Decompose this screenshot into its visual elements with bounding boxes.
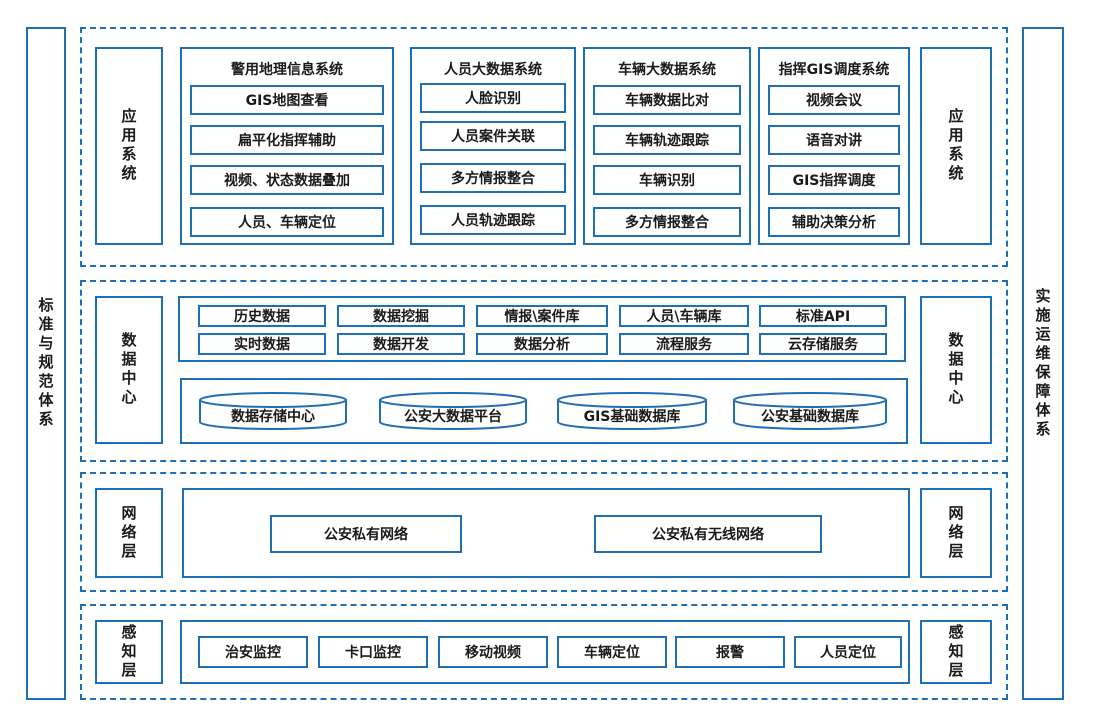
sensing-layer-label-left: 感知层 — [95, 620, 163, 684]
data-layer-label-right: 数据中心 — [920, 296, 992, 444]
app-item[interactable]: 车辆轨迹跟踪 — [593, 125, 741, 155]
sensing-item[interactable]: 人员定位 — [794, 636, 902, 668]
network-layer-label-right: 网络层 — [920, 488, 992, 578]
app-item[interactable]: 人员轨迹跟踪 — [420, 205, 566, 235]
app-group-title: 人员大数据系统 — [444, 62, 542, 78]
app-group-gis: 警用地理信息系统 GIS地图查看 扁平化指挥辅助 视频、状态数据叠加 人员、车辆… — [180, 47, 394, 245]
app-item[interactable]: GIS地图查看 — [190, 85, 384, 115]
app-group-dispatch: 指挥GIS调度系统 视频会议 语音对讲 GIS指挥调度 辅助决策分析 — [758, 47, 910, 245]
network-layer — [80, 472, 1008, 592]
sensing-layer — [80, 604, 1008, 700]
app-group-title: 指挥GIS调度系统 — [778, 62, 890, 78]
data-service-item[interactable]: 人员\车辆库 — [619, 305, 749, 327]
database-cylinder-icon[interactable]: 公安基础数据库 — [732, 391, 888, 431]
network-layer-label-left: 网络层 — [95, 488, 163, 578]
data-layer — [80, 280, 1008, 462]
data-service-item[interactable]: 数据挖掘 — [337, 305, 465, 327]
app-group-vehicle: 车辆大数据系统 车辆数据比对 车辆轨迹跟踪 车辆识别 多方情报整合 — [583, 47, 751, 245]
app-item[interactable]: 扁平化指挥辅助 — [190, 125, 384, 155]
data-service-item[interactable]: 标准API — [759, 305, 887, 327]
app-item[interactable]: 辅助决策分析 — [768, 207, 900, 237]
data-service-item[interactable]: 数据开发 — [337, 333, 465, 355]
app-group-title: 车辆大数据系统 — [618, 62, 716, 78]
database-label: 公安大数据平台 — [404, 409, 502, 425]
app-group-person: 人员大数据系统 人脸识别 人员案件关联 多方情报整合 人员轨迹跟踪 — [410, 47, 576, 245]
app-item[interactable]: 多方情报整合 — [420, 163, 566, 193]
data-service-item[interactable]: 流程服务 — [619, 333, 749, 355]
app-item[interactable]: GIS指挥调度 — [768, 165, 900, 195]
app-item[interactable]: 车辆数据比对 — [593, 85, 741, 115]
sensing-layer-label-right: 感知层 — [920, 620, 992, 684]
database-cylinder-icon[interactable]: 公安大数据平台 — [378, 391, 528, 431]
network-item-private[interactable]: 公安私有网络 — [270, 515, 462, 553]
app-item[interactable]: 多方情报整合 — [593, 207, 741, 237]
app-item[interactable]: 语音对讲 — [768, 125, 900, 155]
app-layer-label-right: 应用系统 — [920, 47, 992, 245]
database-cylinder-icon[interactable]: 数据存储中心 — [198, 391, 348, 431]
data-layer-label-left: 数据中心 — [95, 296, 163, 444]
app-item[interactable]: 车辆识别 — [593, 165, 741, 195]
database-label: 公安基础数据库 — [761, 409, 859, 425]
sensing-item[interactable]: 报警 — [675, 636, 785, 668]
sensing-item[interactable]: 治安监控 — [198, 636, 308, 668]
sensing-item[interactable]: 车辆定位 — [557, 636, 667, 668]
data-service-item[interactable]: 实时数据 — [198, 333, 326, 355]
sensing-item[interactable]: 移动视频 — [438, 636, 548, 668]
app-group-title: 警用地理信息系统 — [231, 62, 343, 78]
data-service-item[interactable]: 云存储服务 — [759, 333, 887, 355]
database-label: 数据存储中心 — [231, 409, 315, 425]
database-label: GIS基础数据库 — [583, 409, 681, 425]
operations-bar: 实施运维保障体系 — [1022, 27, 1064, 700]
data-service-item[interactable]: 数据分析 — [476, 333, 608, 355]
data-service-item[interactable]: 情报\案件库 — [476, 305, 608, 327]
app-item[interactable]: 人员、车辆定位 — [190, 207, 384, 237]
data-service-item[interactable]: 历史数据 — [198, 305, 326, 327]
app-item[interactable]: 视频会议 — [768, 85, 900, 115]
app-item[interactable]: 人脸识别 — [420, 83, 566, 113]
network-item-wireless[interactable]: 公安私有无线网络 — [594, 515, 822, 553]
database-cylinder-icon[interactable]: GIS基础数据库 — [556, 391, 708, 431]
app-layer-label-left: 应用系统 — [95, 47, 163, 245]
standards-bar: 标准与规范体系 — [26, 27, 66, 700]
app-item[interactable]: 人员案件关联 — [420, 121, 566, 151]
sensing-item[interactable]: 卡口监控 — [318, 636, 428, 668]
app-item[interactable]: 视频、状态数据叠加 — [190, 165, 384, 195]
app-layer — [80, 27, 1008, 267]
